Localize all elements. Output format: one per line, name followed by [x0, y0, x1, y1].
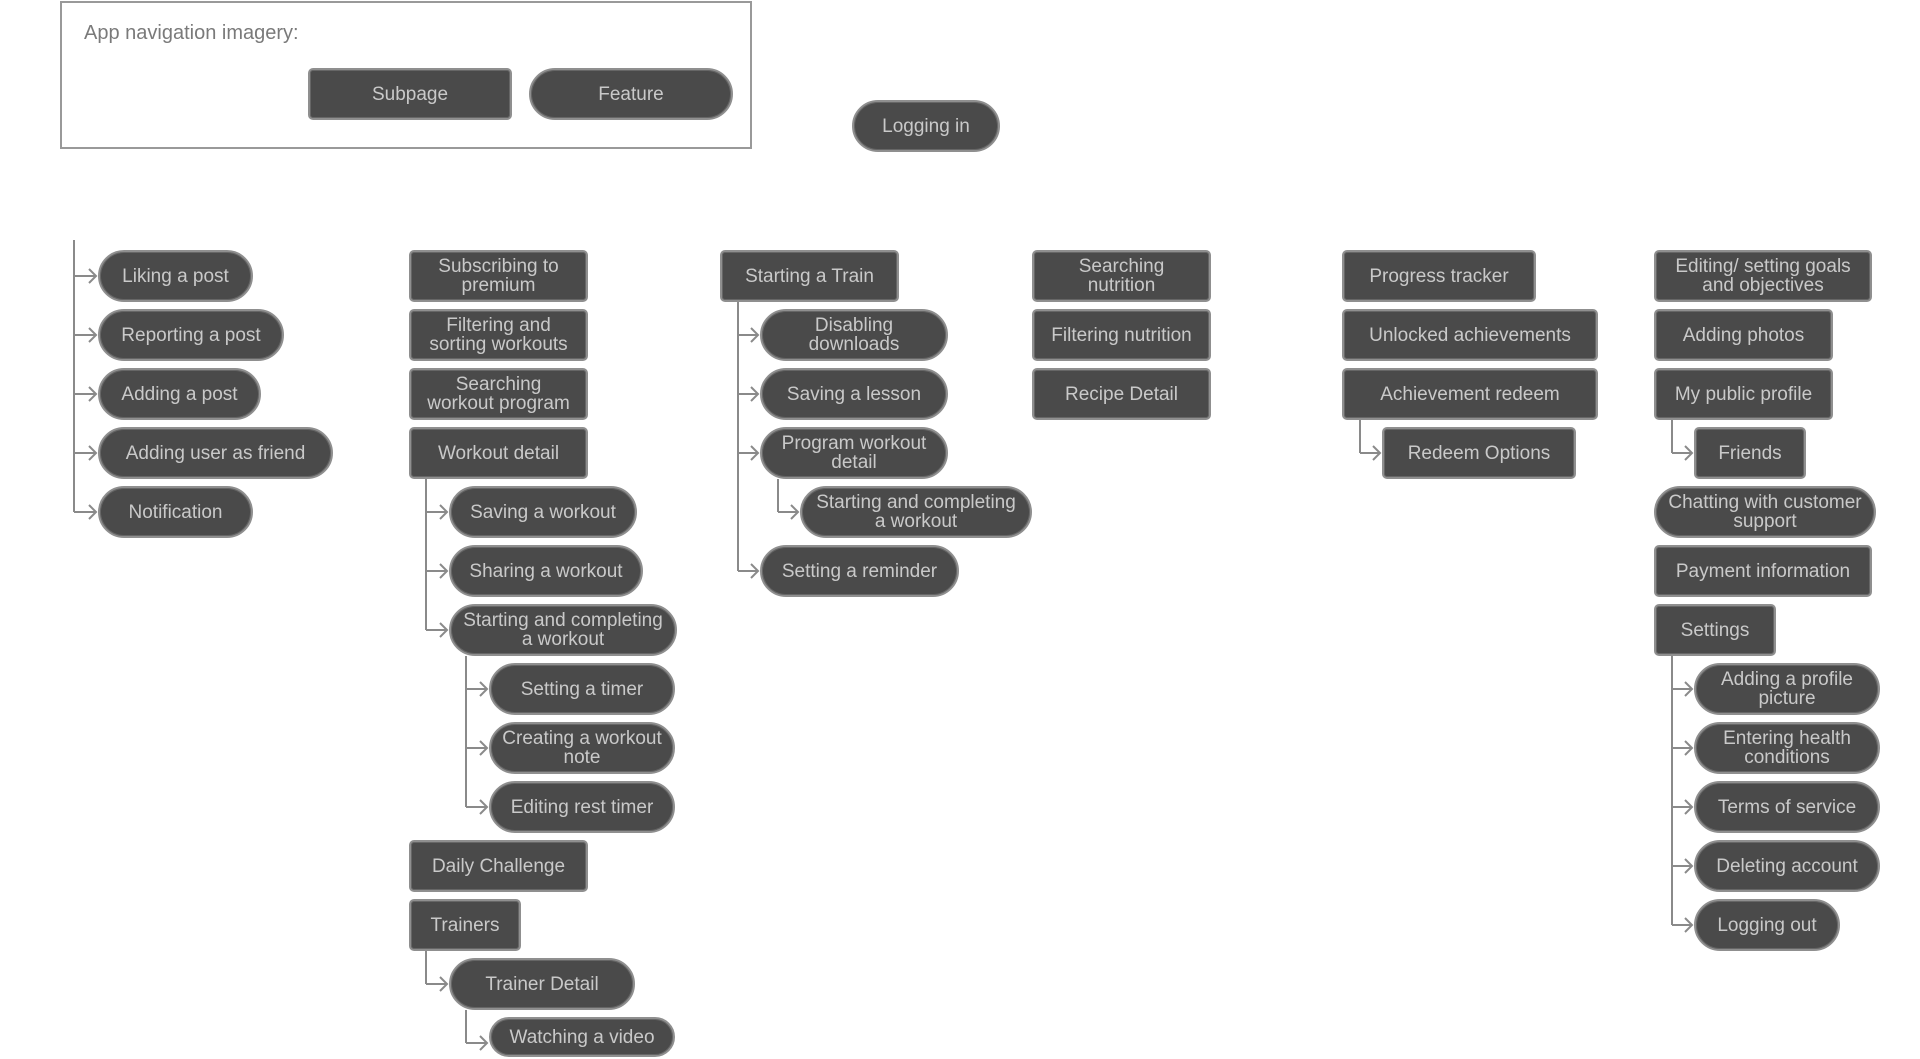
- node-trainer-detail[interactable]: Trainer Detail: [449, 958, 635, 1010]
- legend-title: App navigation imagery:: [84, 22, 299, 44]
- node-my-public-profile[interactable]: My public profile: [1654, 368, 1833, 420]
- node-logging-in[interactable]: Logging in: [852, 100, 1000, 152]
- connector-achievement-redeem: [1359, 420, 1382, 461]
- node-payment-information[interactable]: Payment information: [1654, 545, 1872, 597]
- node-saving-a-workout[interactable]: Saving a workout: [449, 486, 637, 538]
- connector-trainer-detail: [465, 1010, 489, 1051]
- connector-starting-workout: [465, 656, 489, 815]
- node-daily-challenge[interactable]: Daily Challenge: [409, 840, 588, 892]
- arrow-head-icon: [750, 327, 760, 343]
- node-setting-a-timer[interactable]: Setting a timer: [489, 663, 675, 715]
- node-setting-a-reminder[interactable]: Setting a reminder: [760, 545, 959, 597]
- arrow-head-icon: [439, 504, 449, 520]
- node-subscribing-to-premium[interactable]: Subscribing to premium: [409, 250, 588, 302]
- legend-subpage: Subpage: [308, 68, 512, 120]
- node-saving-a-lesson[interactable]: Saving a lesson: [760, 368, 948, 420]
- node-redeem-options[interactable]: Redeem Options: [1382, 427, 1576, 479]
- arrow-head-icon: [750, 386, 760, 402]
- node-entering-health-conditions[interactable]: Entering health conditions: [1694, 722, 1880, 774]
- node-starting-a-train[interactable]: Starting a Train: [720, 250, 899, 302]
- arrow-head-icon: [1684, 799, 1694, 815]
- arrow-head-icon: [439, 563, 449, 579]
- node-adding-a-post[interactable]: Adding a post: [98, 368, 261, 420]
- node-program-starting-and-completing-a-workout[interactable]: Starting and completing a workout: [800, 486, 1032, 538]
- node-deleting-account[interactable]: Deleting account: [1694, 840, 1880, 892]
- arrow-head-icon: [790, 504, 800, 520]
- arrow-head-icon: [479, 740, 489, 756]
- node-adding-user-as-friend[interactable]: Adding user as friend: [98, 427, 333, 479]
- node-progress-tracker[interactable]: Progress tracker: [1342, 250, 1536, 302]
- arrow-head-icon: [88, 268, 98, 284]
- node-program-workout-detail[interactable]: Program workout detail: [760, 427, 948, 479]
- arrow-head-icon: [1684, 445, 1694, 461]
- arrow-head-icon: [479, 681, 489, 697]
- node-workout-detail[interactable]: Workout detail: [409, 427, 588, 479]
- arrow-head-icon: [88, 504, 98, 520]
- arrow-head-icon: [1372, 445, 1382, 461]
- connector-public-profile: [1671, 420, 1694, 461]
- node-searching-workout-program[interactable]: Searching workout program: [409, 368, 588, 420]
- arrow-head-icon: [1684, 917, 1694, 933]
- arrow-head-icon: [88, 327, 98, 343]
- arrow-head-icon: [750, 445, 760, 461]
- arrow-head-icon: [88, 386, 98, 402]
- node-achievement-redeem[interactable]: Achievement redeem: [1342, 368, 1598, 420]
- arrow-head-icon: [479, 1035, 489, 1051]
- node-friends[interactable]: Friends: [1694, 427, 1806, 479]
- arrow-head-icon: [1684, 681, 1694, 697]
- node-adding-a-profile-picture[interactable]: Adding a profile picture: [1694, 663, 1880, 715]
- node-editing-rest-timer[interactable]: Editing rest timer: [489, 781, 675, 833]
- node-adding-photos[interactable]: Adding photos: [1654, 309, 1833, 361]
- node-notification[interactable]: Notification: [98, 486, 253, 538]
- node-trainers[interactable]: Trainers: [409, 899, 521, 951]
- node-unlocked-achievements[interactable]: Unlocked achievements: [1342, 309, 1598, 361]
- arrow-head-icon: [88, 445, 98, 461]
- arrow-head-icon: [1684, 858, 1694, 874]
- arrow-head-icon: [439, 622, 449, 638]
- node-starting-and-completing-a-workout[interactable]: Starting and completing a workout: [449, 604, 677, 656]
- connector-program-workout: [777, 479, 800, 520]
- legend-feature: Feature: [529, 68, 733, 120]
- node-watching-a-video[interactable]: Watching a video: [489, 1017, 675, 1057]
- arrow-head-icon: [1684, 740, 1694, 756]
- connector-workout-detail: [425, 479, 449, 638]
- node-terms-of-service[interactable]: Terms of service: [1694, 781, 1880, 833]
- node-filtering-and-sorting-workouts[interactable]: Filtering and sorting workouts: [409, 309, 588, 361]
- connector-trainers: [425, 951, 449, 992]
- connector-starting-a-train: [737, 302, 760, 579]
- node-sharing-a-workout[interactable]: Sharing a workout: [449, 545, 643, 597]
- arrow-head-icon: [439, 976, 449, 992]
- node-logging-out[interactable]: Logging out: [1694, 899, 1840, 951]
- node-editing-setting-goals[interactable]: Editing/ setting goals and objectives: [1654, 250, 1872, 302]
- connector-col1: [73, 240, 98, 520]
- node-chatting-with-customer-support[interactable]: Chatting with customer support: [1654, 486, 1876, 538]
- node-disabling-downloads[interactable]: Disabling downloads: [760, 309, 948, 361]
- arrow-head-icon: [479, 799, 489, 815]
- node-settings[interactable]: Settings: [1654, 604, 1776, 656]
- node-reporting-a-post[interactable]: Reporting a post: [98, 309, 284, 361]
- connector-settings: [1671, 656, 1694, 933]
- node-filtering-nutrition[interactable]: Filtering nutrition: [1032, 309, 1211, 361]
- arrow-head-icon: [750, 563, 760, 579]
- node-creating-a-workout-note[interactable]: Creating a workout note: [489, 722, 675, 774]
- node-recipe-detail[interactable]: Recipe Detail: [1032, 368, 1211, 420]
- node-liking-a-post[interactable]: Liking a post: [98, 250, 253, 302]
- node-searching-nutrition[interactable]: Searching nutrition: [1032, 250, 1211, 302]
